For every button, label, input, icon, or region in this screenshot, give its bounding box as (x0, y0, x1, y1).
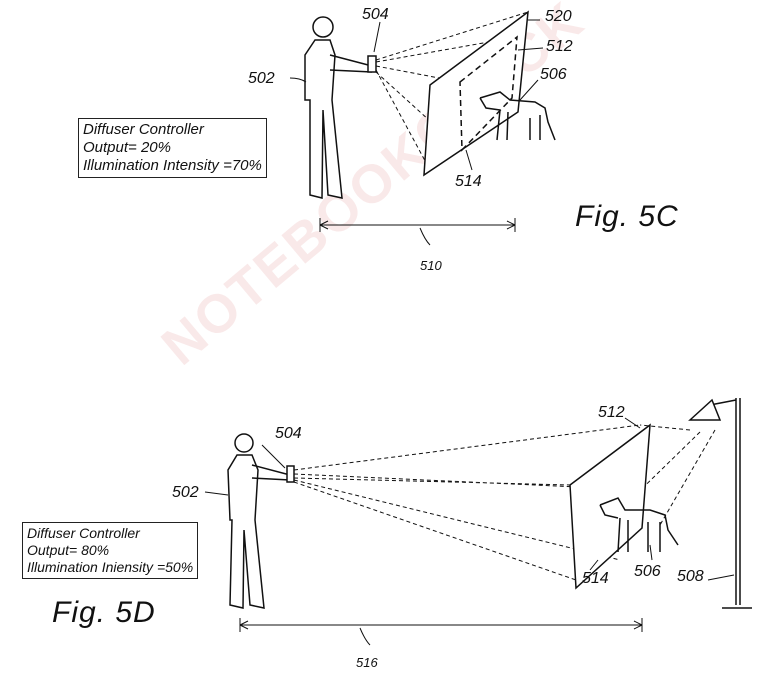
distance-arrow-510 (319, 218, 516, 246)
label-512: 512 (598, 404, 625, 421)
person-5c (304, 16, 377, 199)
figure-title-5d: Fig. 5D (52, 596, 156, 629)
projection-lines-5d (293, 424, 716, 581)
label-514: 514 (455, 173, 482, 190)
label-502: 502 (248, 70, 275, 87)
lamp-508 (688, 398, 752, 609)
dog-5c (479, 91, 556, 141)
label-502: 502 (172, 484, 199, 501)
distance-arrow-516 (239, 618, 643, 646)
label-516: 516 (356, 655, 378, 670)
box-intensity: Illumination Intensity =70% (83, 157, 262, 174)
area-512 (459, 35, 518, 152)
projection-lines-5c (375, 11, 529, 171)
box-output: Output= 80% (27, 542, 110, 558)
leader-lines-5d (204, 417, 735, 581)
label-508: 508 (677, 568, 704, 585)
label-506: 506 (540, 66, 567, 83)
leader-lines-5c (289, 19, 544, 171)
box-title: Diffuser Controller (27, 525, 140, 541)
box-output: Output= 20% (83, 139, 171, 156)
panel-5d (569, 423, 651, 590)
label-510: 510 (420, 258, 442, 273)
panel-520 (423, 10, 529, 177)
label-504: 504 (275, 425, 302, 442)
box-title: Diffuser Controller (83, 121, 204, 138)
box-intensity: Illumination Iniensity =50% (27, 559, 194, 575)
label-512: 512 (546, 38, 573, 55)
person-5d (227, 433, 295, 609)
diffuser-controller-box-5d: Diffuser Controller Output= 80% Illumina… (22, 522, 199, 579)
figure-title-5c: Fig. 5C (575, 200, 679, 233)
label-506: 506 (634, 563, 661, 580)
dog-5d (599, 497, 679, 553)
label-520: 520 (545, 8, 572, 25)
label-514: 514 (582, 570, 609, 587)
label-504: 504 (362, 6, 389, 23)
diffuser-controller-box-5c: Diffuser Controller Output= 20% Illumina… (78, 118, 267, 178)
